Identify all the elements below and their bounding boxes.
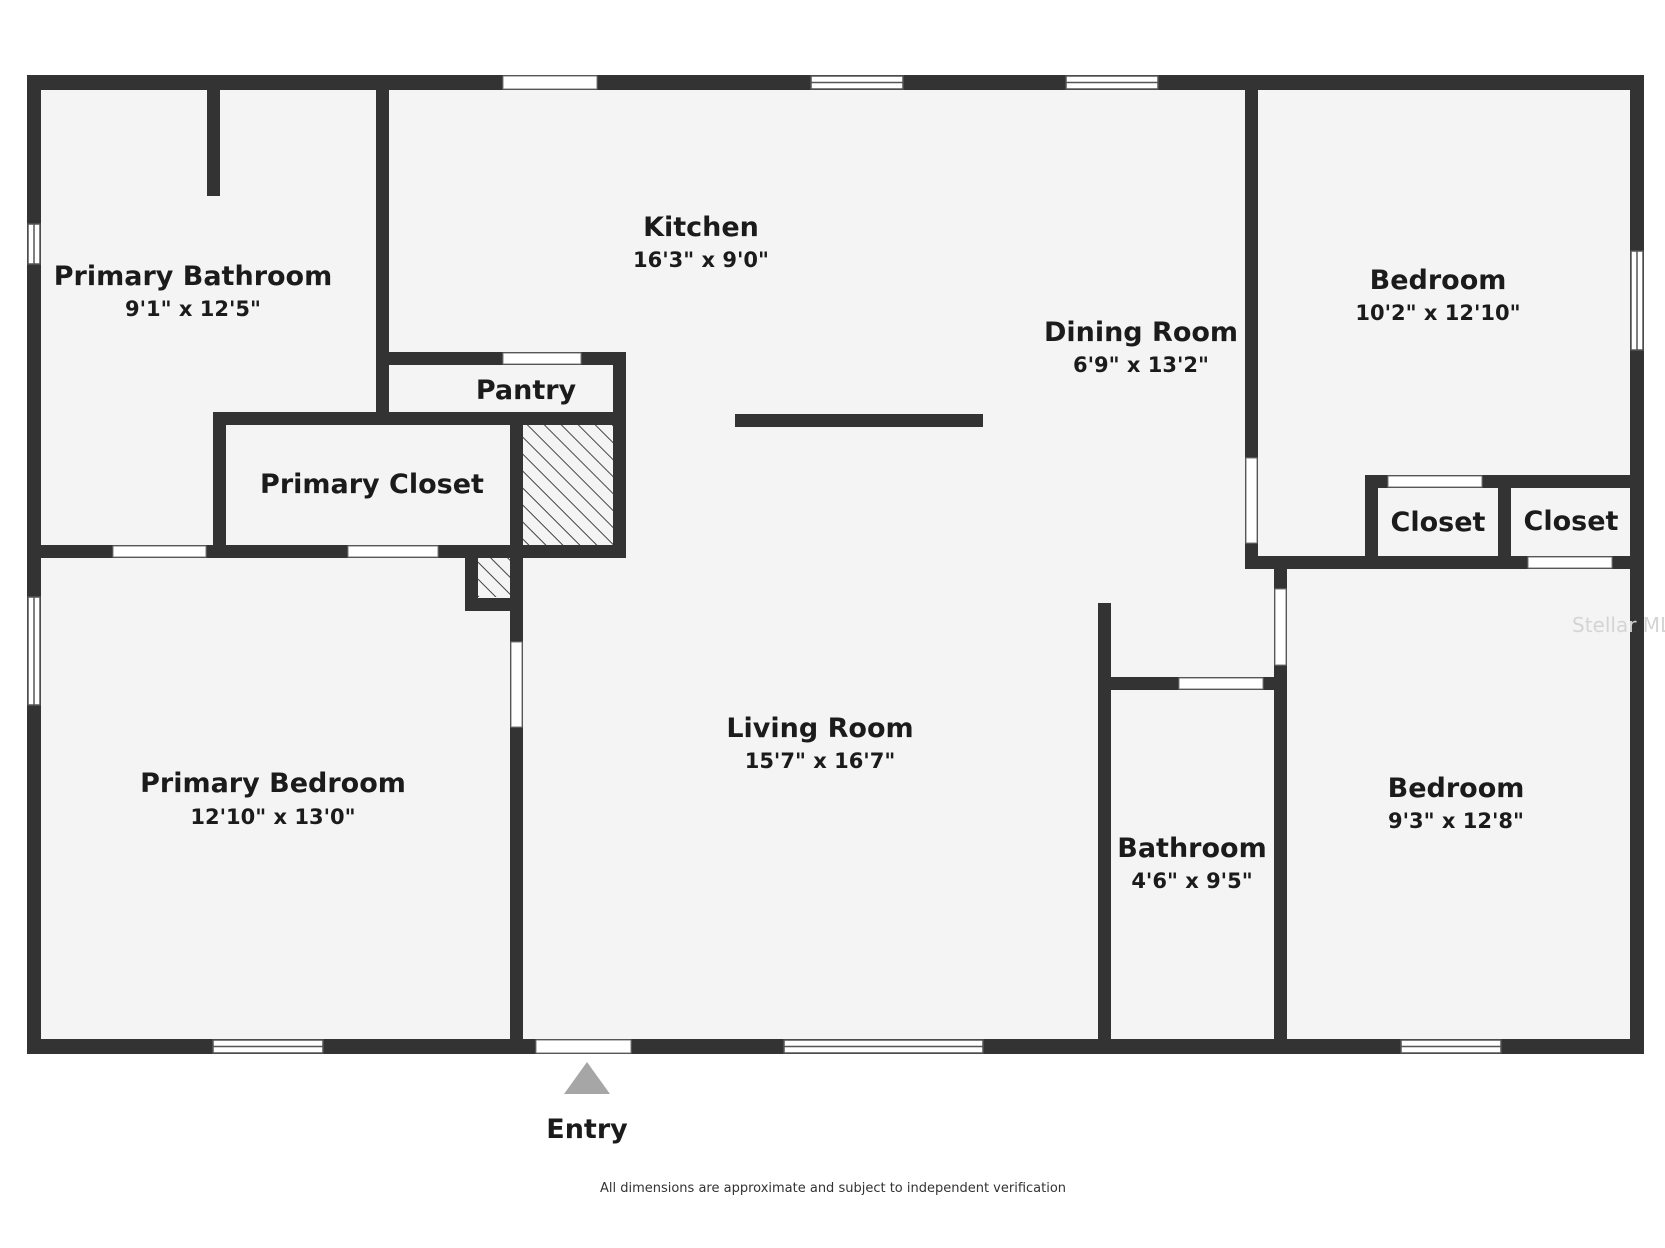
room-name-closet-left: Closet — [1391, 507, 1486, 538]
room-dims-bedroom-lower: 9'3" x 12'8" — [1388, 809, 1524, 833]
entry-door-opening — [535, 1039, 632, 1054]
shaft-bottom-wall — [510, 545, 626, 558]
room-dims-bathroom: 4'6" x 9'5" — [1131, 869, 1252, 893]
door-opening — [1245, 457, 1258, 544]
closet-right-wall — [510, 412, 523, 658]
room-name-bedroom-lower: Bedroom — [1388, 773, 1525, 804]
closet-divider-wall — [1498, 475, 1511, 565]
bath-stub-wall — [207, 83, 220, 196]
room-name-living-room: Living Room — [726, 713, 913, 744]
disclaimer-text: All dimensions are approximate and subje… — [600, 1181, 1066, 1196]
room-name-dining-room: Dining Room — [1044, 317, 1238, 348]
door-opening — [1178, 677, 1264, 690]
bedroom-upper-left-wall — [1245, 83, 1258, 559]
windows — [27, 75, 1644, 1054]
closet-left-wall-v — [1365, 475, 1378, 565]
room-dims-primary-bedroom: 12'10" x 13'0" — [190, 805, 355, 829]
pantry-right-wall — [613, 352, 626, 558]
room-dims-bedroom-upper: 10'2" x 12'10" — [1355, 301, 1520, 325]
entry-arrow-icon — [564, 1062, 610, 1094]
door-opening — [1387, 475, 1483, 488]
door-opening — [347, 545, 439, 558]
hatched-shaft-small — [475, 557, 513, 597]
room-dims-primary-bathroom: 9'1" x 12'5" — [125, 297, 261, 321]
door-opening — [112, 545, 207, 558]
door-opening — [1527, 556, 1613, 569]
door-opening — [502, 75, 598, 90]
bath-right-wall — [376, 83, 389, 420]
room-name-primary-bathroom: Primary Bathroom — [54, 261, 333, 292]
room-name-primary-closet: Primary Closet — [260, 469, 484, 500]
room-name-closet-right: Closet — [1524, 506, 1619, 537]
hatched-shaft-large — [520, 424, 618, 548]
room-dims-living-room: 15'7" x 16'7" — [745, 749, 896, 773]
bedroom-top-wall — [33, 545, 523, 558]
room-name-bedroom-upper: Bedroom — [1370, 265, 1507, 296]
closet-top-wall — [213, 412, 626, 425]
door-opening — [502, 352, 582, 365]
room-name-primary-bedroom: Primary Bedroom — [140, 768, 406, 799]
outer-wall-left — [27, 75, 41, 1054]
small-box-left-wall — [465, 545, 478, 611]
door-openings — [112, 75, 1613, 1054]
room-dims-kitchen: 16'3" x 9'0" — [633, 248, 769, 272]
room-name-pantry: Pantry — [476, 375, 577, 406]
closet-left-wall — [213, 412, 226, 556]
room-dims-dining-room: 6'9" x 13'2" — [1073, 353, 1209, 377]
door-opening — [1274, 588, 1287, 666]
closets-top-wall-right — [1480, 475, 1636, 488]
watermark: Stellar MLS — [1572, 613, 1665, 637]
room-name-bathroom: Bathroom — [1117, 833, 1266, 864]
bath-stub-left — [1098, 603, 1111, 1046]
entry-label: Entry — [546, 1114, 628, 1145]
door-opening — [510, 641, 523, 728]
kitchen-peninsula — [735, 414, 983, 427]
room-name-kitchen: Kitchen — [643, 212, 759, 243]
small-box-bottom-wall — [465, 598, 523, 611]
